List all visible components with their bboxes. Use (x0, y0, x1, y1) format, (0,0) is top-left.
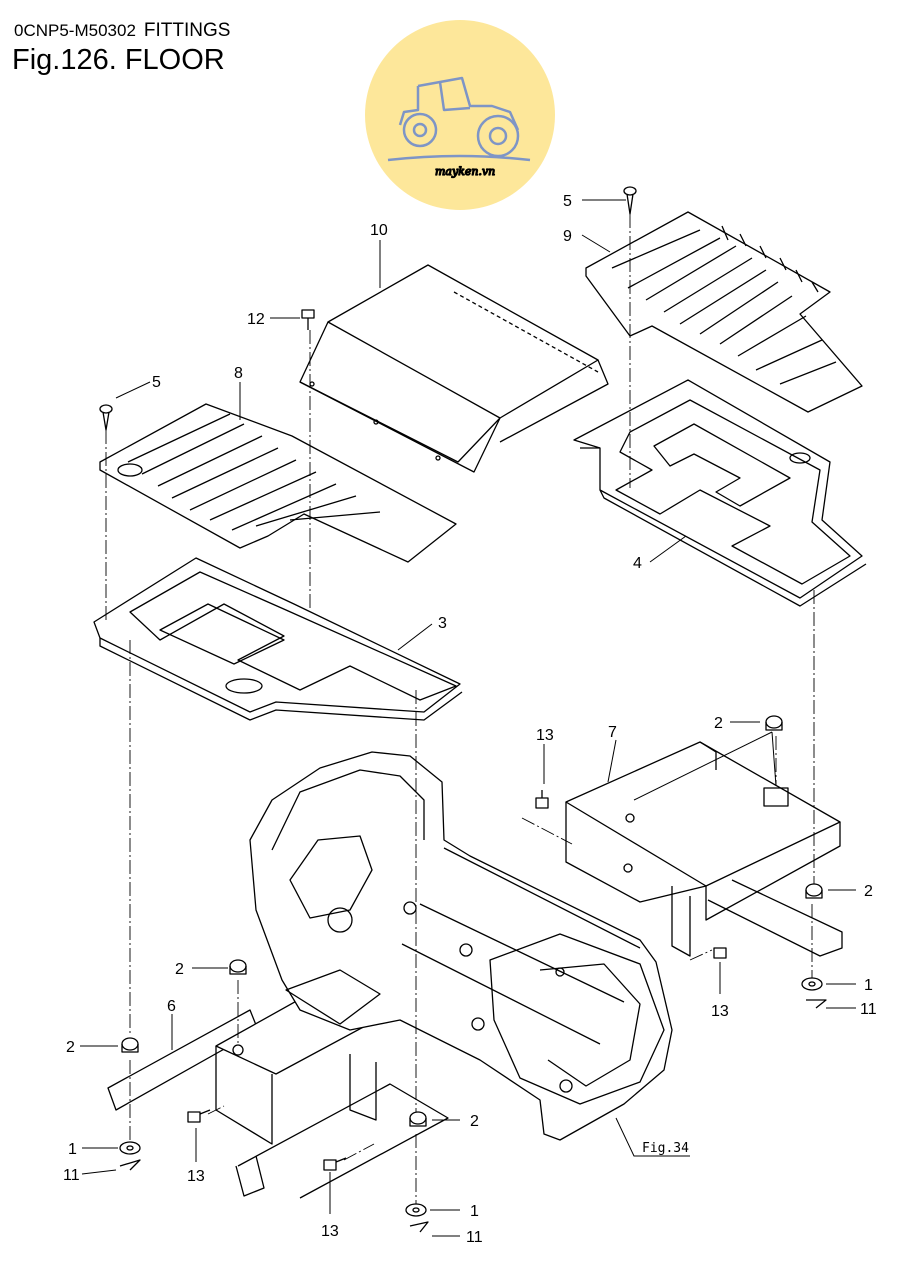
watermark-logo: mayken.vn (365, 20, 555, 210)
callout-2: 2 (864, 883, 873, 900)
watermark-text: mayken.vn (435, 165, 495, 178)
callout-9: 9 (563, 228, 572, 245)
callout-10: 10 (370, 222, 388, 239)
washer-1c-icon (405, 1203, 427, 1217)
callout-1: 1 (68, 1141, 77, 1158)
nut-2b-icon (805, 883, 823, 899)
assembly-lines (105, 214, 815, 1204)
callout-13: 13 (536, 727, 554, 744)
callout-5: 5 (152, 374, 161, 391)
part-8-floor-mat (99, 403, 457, 563)
callout-11: 11 (63, 1167, 80, 1184)
part-4-floor-plate (573, 379, 867, 607)
nut-2d-icon (121, 1037, 139, 1053)
callout-1: 1 (864, 977, 873, 994)
part-9-floor-mat (585, 211, 863, 413)
bolt-13d-icon (323, 1157, 347, 1171)
pin-11b-icon (119, 1159, 141, 1171)
bolt-13c-icon (187, 1109, 211, 1123)
callout-5: 5 (563, 193, 572, 210)
callout-13: 13 (321, 1223, 339, 1240)
nut-2a-icon (765, 715, 783, 731)
callouts: 5 9 10 12 5 8 4 3 13 7 2 2 1 11 13 2 6 2… (63, 193, 877, 1246)
washer-1b-icon (119, 1141, 141, 1155)
nut-2e-icon (409, 1111, 427, 1127)
callout-7: 7 (608, 724, 617, 741)
callout-4: 4 (633, 555, 642, 572)
bolt-13a-icon (535, 790, 549, 809)
section-label: FITTINGS (143, 20, 231, 41)
callout-3: 3 (438, 615, 447, 632)
bolt-13b-icon (713, 947, 727, 959)
figure-title: Fig.126. FLOOR (12, 44, 225, 76)
callout-13: 13 (187, 1168, 205, 1185)
part-7-bracket (565, 741, 843, 957)
callout-2: 2 (714, 715, 723, 732)
screw-5-left-icon (99, 404, 113, 431)
transmission-housing (249, 751, 673, 1141)
part-3-floor-plate (93, 557, 463, 721)
pin-11a-icon (806, 999, 827, 1009)
pin-11c-icon (409, 1221, 429, 1233)
callout-13: 13 (711, 1003, 729, 1020)
figure-reference: Fig.34 (642, 1141, 689, 1156)
callout-2: 2 (175, 961, 184, 978)
callout-6: 6 (167, 998, 176, 1015)
leader-lines (80, 199, 856, 1237)
callout-1: 1 (470, 1203, 479, 1220)
callout-11: 11 (860, 1001, 877, 1018)
bolt-12-icon (301, 309, 315, 330)
callout-2: 2 (470, 1113, 479, 1130)
washer-1a-icon (801, 977, 823, 991)
tractor-icon (387, 76, 531, 162)
nut-2c-icon (229, 959, 247, 975)
callout-11: 11 (466, 1229, 483, 1246)
callout-12: 12 (247, 311, 265, 328)
callout-2: 2 (66, 1039, 75, 1056)
part-10-cover (299, 264, 609, 473)
callout-8: 8 (234, 365, 243, 382)
